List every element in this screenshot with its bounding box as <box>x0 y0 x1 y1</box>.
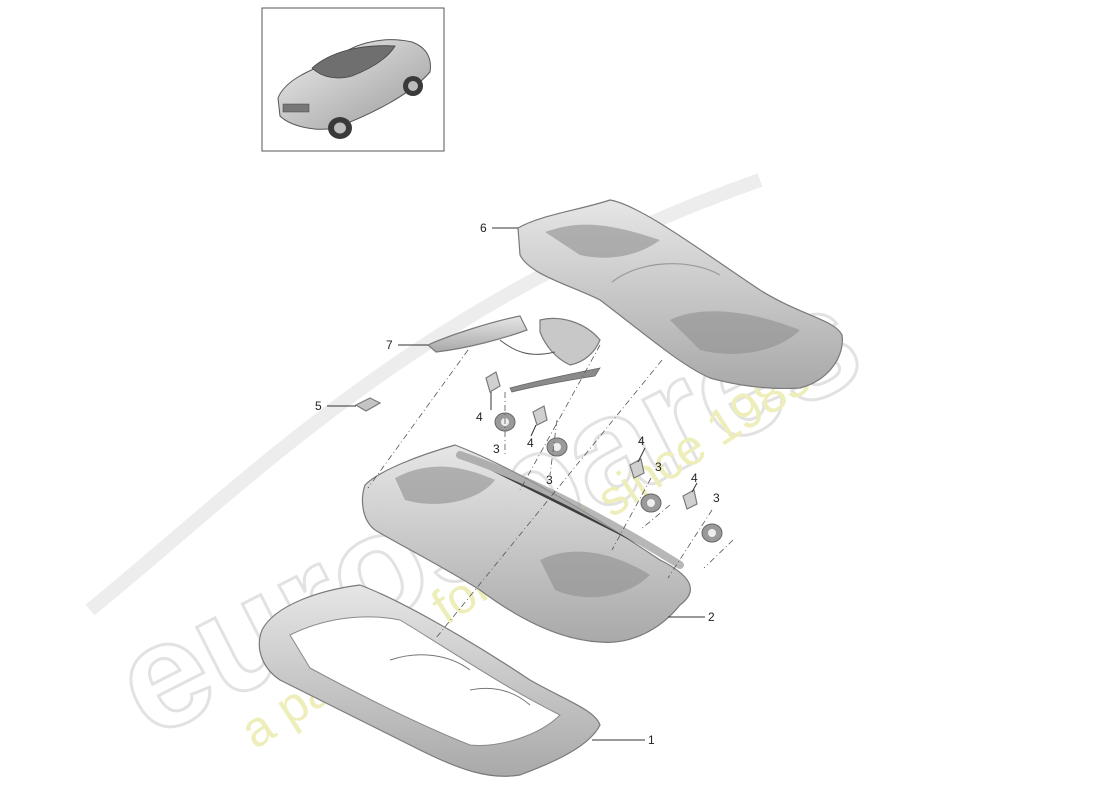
callout-3c: 3 <box>655 460 662 474</box>
callout-7: 7 <box>386 338 393 352</box>
callout-4c: 4 <box>638 434 645 448</box>
parts-3-4-fasteners <box>485 371 723 543</box>
callout-2: 2 <box>708 610 715 624</box>
part-5-clip <box>354 397 382 412</box>
part-7-trim <box>426 315 601 393</box>
assembly-lines <box>367 344 734 639</box>
callout-4a: 4 <box>476 410 483 424</box>
part-6-backrest <box>517 199 843 389</box>
callout-4b: 4 <box>527 436 534 450</box>
callout-3d: 3 <box>713 491 720 505</box>
callout-3b: 3 <box>546 473 553 487</box>
part-1-seat-frame <box>258 584 601 777</box>
callout-3a: 3 <box>493 442 500 456</box>
callout-5: 5 <box>315 399 322 413</box>
callout-6: 6 <box>480 221 487 235</box>
callout-4d: 4 <box>691 471 698 485</box>
part-2-seat-cushion <box>361 444 691 643</box>
callouts: 1 2 3 3 3 3 4 4 4 4 5 6 7 <box>315 221 720 747</box>
callout-leaders <box>327 227 705 741</box>
vehicle-thumbnail <box>261 7 445 152</box>
callout-1: 1 <box>648 733 655 747</box>
